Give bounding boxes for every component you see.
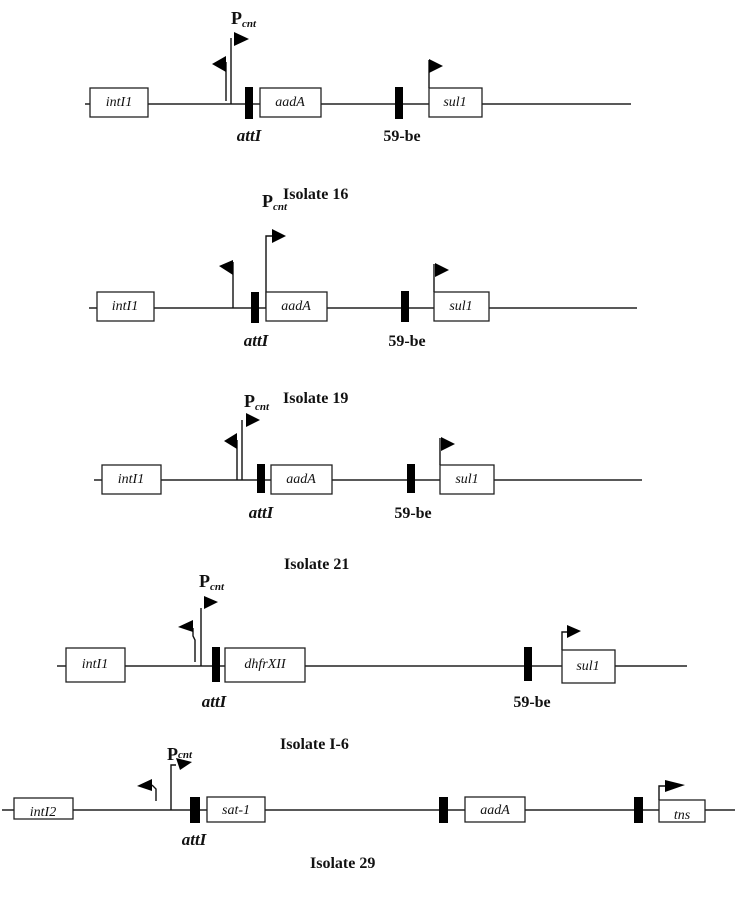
gene-label-inti1: intI1 [118, 472, 144, 487]
pcnt-label: Pcnt [262, 191, 288, 213]
attI-label: attI [249, 503, 275, 522]
promoter-reverse-flag-icon [219, 260, 233, 275]
gene-box-dhfrxii [224, 647, 306, 683]
promoter-stem-sul1 [561, 631, 567, 650]
gene-label-inti1: intI1 [106, 95, 132, 110]
cassette-site-marker [634, 797, 643, 823]
gene-label-dhfrxii: dhfrXII [244, 657, 287, 672]
promoter-sul1-flag-icon [441, 437, 455, 451]
attI-site-marker [245, 87, 253, 119]
pcnt-label: Pcnt [199, 571, 225, 593]
59be-label: 59-be [513, 694, 550, 711]
59be-site-marker [401, 291, 409, 322]
promoter-stem-pcnt [170, 764, 176, 810]
promoter-sul1-flag-icon [435, 263, 449, 277]
gene-label-aada: aadA [480, 803, 510, 818]
pcnt-label: Pcnt [167, 744, 193, 764]
promoter-reverse-flag-icon [178, 620, 193, 632]
attI-site-marker [257, 464, 265, 493]
promoter-reverse-flag-icon [137, 779, 152, 791]
gene-label-sul1: sul1 [443, 95, 466, 110]
attI-label: attI [244, 331, 270, 350]
isolate-label-16: Isolate 16 [283, 186, 348, 203]
promoter-pcnt-flag-icon [246, 413, 260, 427]
59be-site-marker [407, 464, 415, 493]
59be-label: 59-be [383, 128, 420, 145]
gene-box-aada [270, 464, 333, 495]
attI-label: attI [237, 126, 263, 145]
promoter-pcnt-flag-icon [204, 596, 218, 609]
promoter-tns-flag-icon [665, 780, 685, 792]
gene-box-inti1 [96, 291, 155, 322]
isolate-label-i6: Isolate I-6 [280, 736, 349, 753]
gene-box-aada [259, 87, 322, 118]
integron-map-1: intI1 Pcnt attI aadA 59-be sul1 [85, 8, 631, 145]
gene-label-sul1: sul1 [576, 659, 599, 674]
gene-box-inti2 [13, 797, 74, 820]
attI-label: attI [202, 692, 228, 711]
gene-box-inti1 [101, 464, 162, 495]
promoter-stem-tns [658, 785, 665, 800]
gene-label-aada: aadA [281, 299, 311, 314]
promoter-reverse-flag-icon [212, 56, 226, 72]
attI-label: attI [182, 830, 208, 849]
pcnt-label: Pcnt [231, 8, 257, 30]
promoter-pcnt-flag-icon [234, 32, 249, 46]
integron-map-3: intI1 Pcnt attI aadA 59-be sul1 [94, 391, 642, 522]
gene-box-inti1 [65, 647, 126, 683]
integron-map-2: intI1 Pcnt attI aadA 59-be sul1 [89, 191, 637, 350]
gene-box-aada [464, 796, 526, 823]
gene-box-sul1 [433, 291, 490, 322]
pcnt-label: Pcnt [244, 391, 270, 413]
gene-box-sat1 [206, 796, 266, 823]
59be-site-marker [524, 647, 532, 681]
gene-label-aada: aadA [286, 472, 316, 487]
attI-site-marker [190, 797, 200, 823]
gene-label-aada: aadA [275, 95, 305, 110]
gene-label-sul1: sul1 [449, 299, 472, 314]
isolate-label-21: Isolate 21 [284, 556, 349, 573]
gene-label-inti1: intI1 [112, 299, 138, 314]
gene-label-tns: tns [674, 808, 691, 823]
gene-box-aada [265, 291, 328, 322]
59be-label: 59-be [388, 333, 425, 350]
gene-label-inti1: intI1 [82, 657, 108, 672]
attI-site-marker [251, 292, 259, 323]
gene-label-sul1: sul1 [455, 472, 478, 487]
gene-label-inti2: intI2 [30, 805, 56, 820]
59be-site-marker [395, 87, 403, 119]
59be-label: 59-be [394, 505, 431, 522]
promoter-pcnt-flag-icon [176, 758, 192, 770]
cassette-site-marker [439, 797, 448, 823]
gene-label-sat1: sat-1 [222, 803, 250, 818]
attI-site-marker [212, 647, 220, 682]
promoter-pcnt-flag-icon [272, 229, 286, 243]
integron-map-4: intI1 Pcnt attI dhfrXII 59-be sul1 [57, 571, 687, 711]
integron-map-5: intI2 Pcnt attI sat-1 aadA tns [2, 744, 735, 849]
promoter-stem-pcnt [265, 235, 272, 308]
promoter-sul1-flag-icon [567, 625, 581, 638]
promoter-reverse-flag-icon [224, 433, 237, 449]
gene-box-sul1 [439, 464, 495, 495]
gene-box-sul1 [428, 87, 483, 118]
isolate-label-29: Isolate 29 [310, 855, 375, 872]
promoter-stem-reverse [151, 784, 157, 801]
isolate-label-19: Isolate 19 [283, 390, 348, 407]
gene-box-sul1 [561, 649, 616, 684]
promoter-sul1-flag-icon [429, 59, 443, 73]
gene-box-inti1 [89, 87, 149, 118]
promoter-stem-reverse [192, 628, 196, 662]
gene-box-tns [658, 799, 706, 823]
